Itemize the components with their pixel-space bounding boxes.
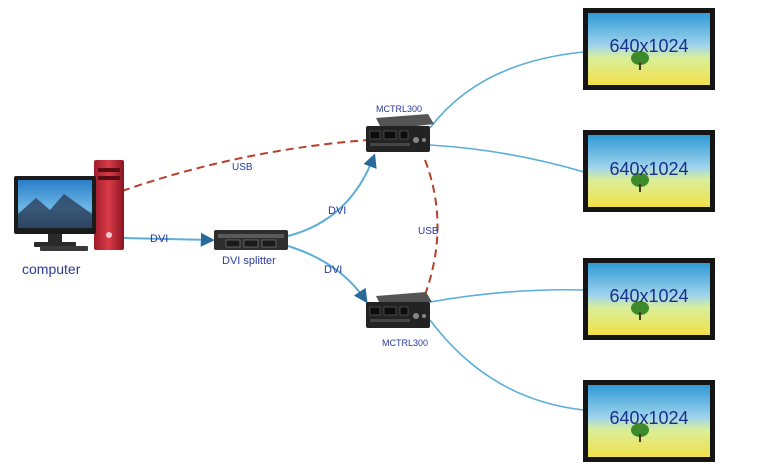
controller-top-device	[366, 114, 434, 152]
controller-top-label: MCTRL300	[376, 104, 422, 114]
dvi-splitter-device	[214, 230, 288, 250]
usb-cable-between-controllers	[424, 159, 439, 296]
display-4-resolution: 640x1024	[609, 408, 688, 428]
display-panel-1: 640x1024	[583, 8, 715, 90]
dvi-label-top: DVI	[328, 205, 346, 217]
usb-cable-computer	[121, 139, 369, 192]
computer-label: computer	[22, 261, 81, 277]
dvi-cable-splitter-to-top	[287, 153, 377, 237]
display-panel-4: 640x1024	[583, 380, 715, 462]
display-1-resolution: 640x1024	[609, 36, 688, 56]
dvi-splitter-label: DVI splitter	[222, 255, 276, 267]
output-cable-3	[429, 288, 585, 303]
dvi-cable-splitter-to-bottom	[287, 245, 368, 304]
dvi-label-bottom: DVI	[324, 264, 342, 276]
computer-icon	[14, 160, 124, 251]
dvi-label-computer: DVI	[150, 233, 168, 245]
controller-bottom-device	[366, 292, 432, 328]
display-panel-2: 640x1024	[583, 130, 715, 212]
usb-label-computer: USB	[232, 162, 253, 173]
display-panel-3: 640x1024	[583, 258, 715, 340]
display-2-resolution: 640x1024	[609, 159, 688, 179]
controller-bottom-label: MCTRL300	[382, 338, 428, 348]
output-cable-1	[429, 51, 585, 129]
usb-label-between: USB	[418, 226, 439, 237]
output-cable-4	[429, 319, 585, 411]
output-cable-2	[429, 144, 585, 173]
display-3-resolution: 640x1024	[609, 286, 688, 306]
dvi-cable-computer-to-splitter	[123, 232, 215, 247]
